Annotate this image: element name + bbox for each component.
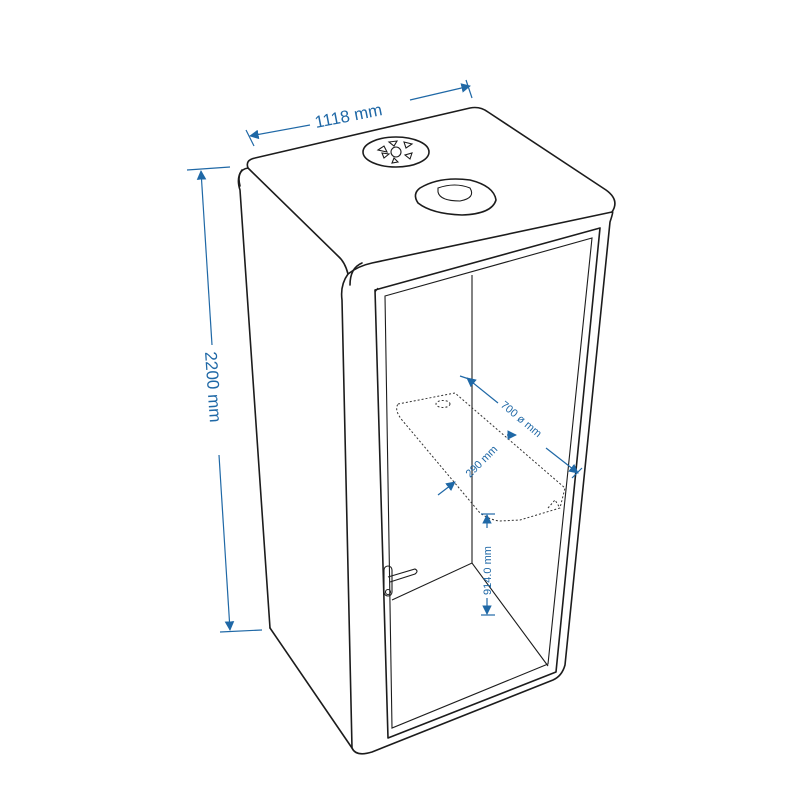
width-label: 1118 mm xyxy=(313,100,384,132)
desk-length-label: 700 ø mm xyxy=(498,399,544,440)
booth-outline xyxy=(237,106,616,755)
height-label: 2200 mm xyxy=(201,351,225,423)
top-face xyxy=(246,106,616,275)
desk-height-label: 914.0 mm xyxy=(482,546,494,595)
ventilation-fan-icon xyxy=(362,136,430,168)
lock-icon xyxy=(384,588,392,596)
dimension-labels: 1118 mm 2200 mm 700 ø mm 290 mm 914.0 mm xyxy=(201,100,544,595)
desk-depth-label: 290 mm xyxy=(464,444,501,481)
dimension-lines xyxy=(186,79,583,633)
ceiling-light-icon xyxy=(414,178,497,216)
